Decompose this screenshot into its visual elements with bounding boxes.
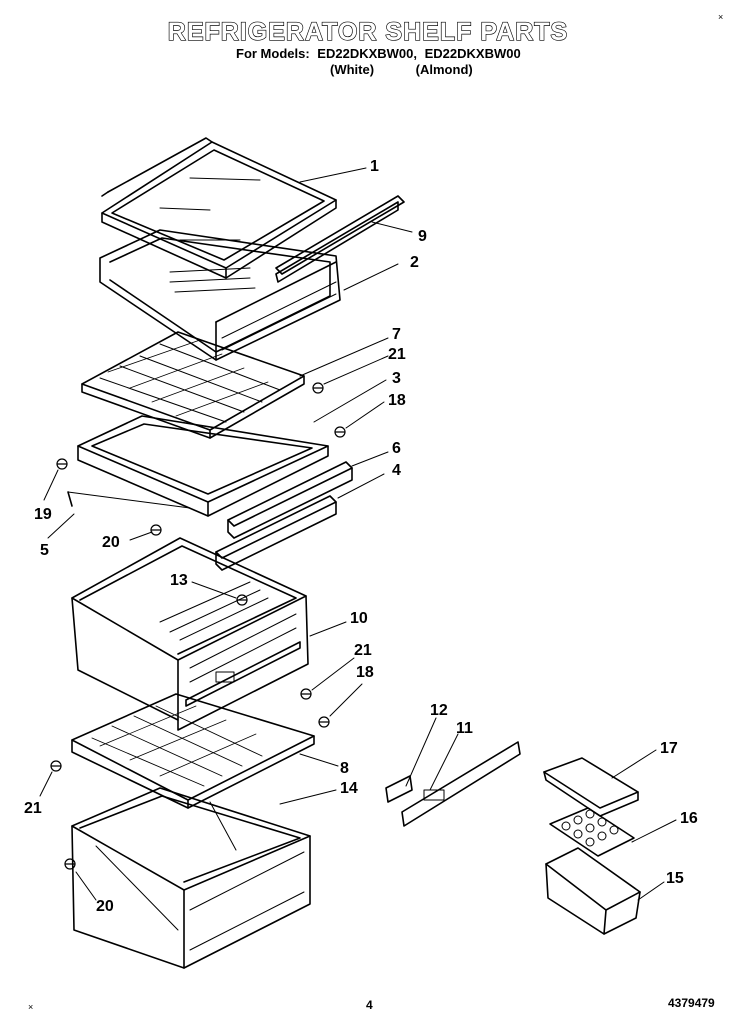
callout-4: 4 xyxy=(392,462,401,479)
part-9-trim xyxy=(275,195,405,283)
part-7-ribbed-shelf xyxy=(81,331,305,439)
part-21-fastener-a xyxy=(312,382,324,394)
callout-1: 1 xyxy=(370,158,379,175)
part-4-rail xyxy=(215,495,337,571)
part-16-egg-tray xyxy=(549,807,635,857)
callout-2: 2 xyxy=(410,254,419,271)
part-12-clip xyxy=(385,775,413,803)
part-10-drawer xyxy=(71,537,309,731)
part-13-fastener xyxy=(236,594,248,606)
callout-14: 14 xyxy=(340,780,358,797)
callout-12: 12 xyxy=(430,702,448,719)
callout-15: 15 xyxy=(666,870,684,887)
part-21-fastener-c xyxy=(50,760,62,772)
color-almond: (Almond) xyxy=(415,62,473,77)
callout-6: 6 xyxy=(392,440,401,457)
model-almond: ED22DKXBW00 xyxy=(424,46,521,61)
part-19-fastener xyxy=(56,458,68,470)
part-1-glass-shelf xyxy=(101,137,337,279)
part-2-tray xyxy=(99,229,341,361)
callout-17: 17 xyxy=(660,740,678,757)
callout-18-b: 18 xyxy=(356,664,374,681)
corner-mark-top: × xyxy=(718,12,724,22)
callout-18-a: 18 xyxy=(388,392,406,409)
part-8-shelf xyxy=(71,693,315,809)
callout-9: 9 xyxy=(418,228,427,245)
part-21-fastener-b xyxy=(300,688,312,700)
models-label: For Models: xyxy=(236,46,310,61)
part-20-fastener-b xyxy=(64,858,76,870)
part-18-fastener-b xyxy=(318,716,330,728)
page-title: REFRIGERATOR SHELF PARTS xyxy=(167,17,569,46)
fasteners xyxy=(50,382,346,870)
callout-19: 19 xyxy=(34,506,52,523)
callout-20-b: 20 xyxy=(96,898,114,915)
callout-5: 5 xyxy=(40,542,49,559)
page-number: 4 xyxy=(366,998,373,1012)
callout-7: 7 xyxy=(392,326,401,343)
corner-mark-bottom: × xyxy=(28,1002,34,1012)
part-14-drawer xyxy=(71,787,311,969)
part-20-fastener-a xyxy=(150,524,162,536)
part-6-rail xyxy=(227,461,353,539)
part-11-bracket xyxy=(401,741,521,827)
color-line: (White) (Almond) xyxy=(330,62,473,77)
color-white: (White) xyxy=(330,62,375,77)
part-17-lid xyxy=(543,757,639,817)
part-3-frame xyxy=(67,415,329,517)
callout-21-a: 21 xyxy=(388,346,406,363)
leader-lines xyxy=(39,167,677,901)
model-white: ED22DKXBW00, xyxy=(317,46,417,61)
part-15-bin xyxy=(545,847,641,935)
models-line: For Models: ED22DKXBW00, ED22DKXBW00 xyxy=(236,46,525,61)
callout-16: 16 xyxy=(680,810,698,827)
callout-21-c: 21 xyxy=(24,800,42,817)
callout-8: 8 xyxy=(340,760,349,777)
callout-13: 13 xyxy=(170,572,188,589)
document-number: 4379479 xyxy=(668,996,715,1010)
callout-11: 11 xyxy=(456,720,473,737)
callout-21-b: 21 xyxy=(354,642,372,659)
part-18-fastener-a xyxy=(334,426,346,438)
callout-10: 10 xyxy=(350,610,368,627)
callout-3: 3 xyxy=(392,370,401,387)
callout-20-a: 20 xyxy=(102,534,120,551)
